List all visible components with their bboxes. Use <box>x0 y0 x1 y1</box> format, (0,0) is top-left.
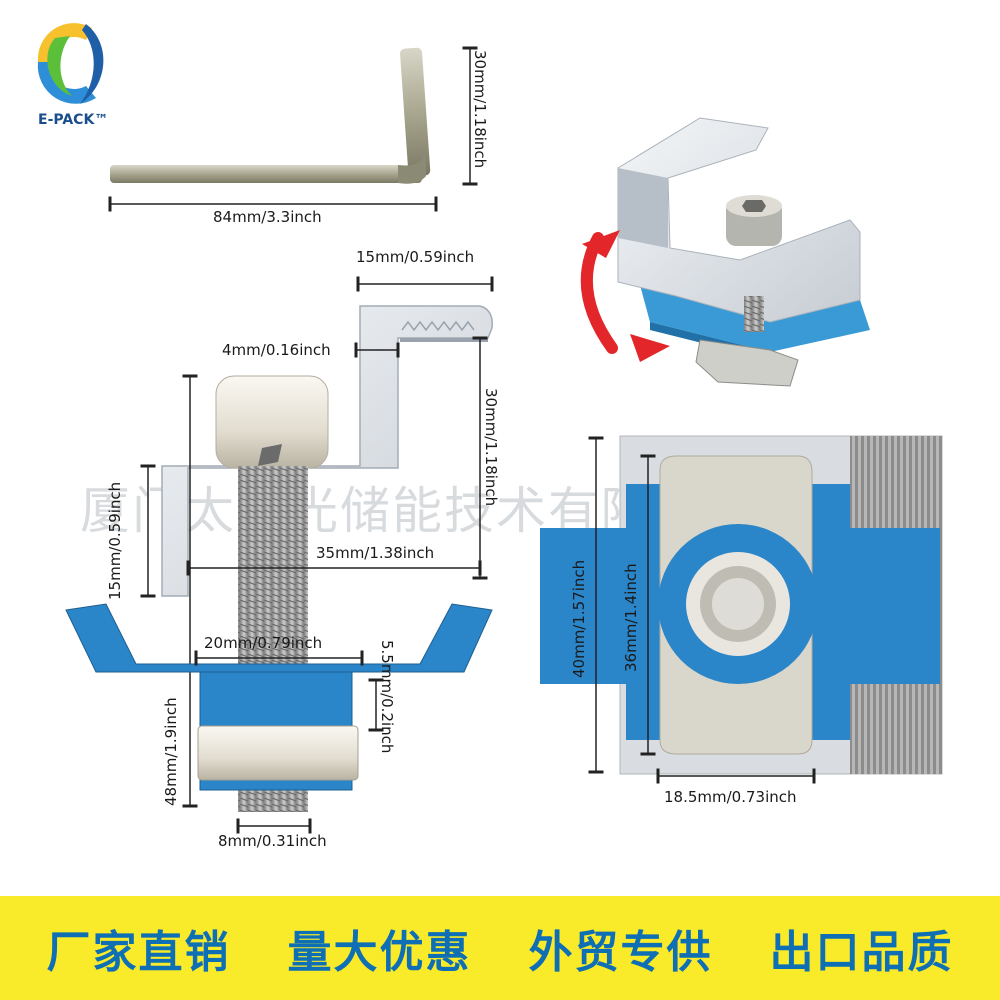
dim-clamp-slot: 4mm/0.16inch <box>222 341 331 359</box>
dim-wrench-length: 84mm/3.3inch <box>213 208 322 226</box>
dim-nut-width: 20mm/0.79inch <box>204 634 322 652</box>
dim-bolt-length: 48mm/1.9inch <box>162 697 180 806</box>
nut-top-view <box>540 435 943 775</box>
clamp-profile <box>161 305 493 597</box>
banner-item-direct-sale: 厂家直销 <box>46 927 231 978</box>
promo-banner: 厂家直销 量大优惠 外贸专供 出口品质 <box>0 896 1000 1000</box>
dim-clamp-height: 30mm/1.18inch <box>482 388 500 506</box>
dim-plate-height: 40mm/1.57inch <box>570 560 588 678</box>
dim-nut-depth: 18.5mm/0.73inch <box>664 788 797 806</box>
banner-item-export-quality: 出口品质 <box>769 927 954 978</box>
dim-wrench-height: 30mm/1.18inch <box>471 50 489 168</box>
dim-clamp-width: 35mm/1.38inch <box>316 544 434 562</box>
dim-clamp-top-width: 15mm/0.59inch <box>356 248 474 266</box>
hex-key <box>110 47 431 184</box>
banner-item-export-supply: 外贸专供 <box>528 927 713 978</box>
dim-nut-thickness: 5.5mm/0.2inch <box>378 640 396 753</box>
banner-item-bulk-discount: 量大优惠 <box>287 927 472 978</box>
dim-clamp-lower-height: 15mm/0.59inch <box>106 482 124 600</box>
company-logo: E-PACK™ <box>28 18 116 128</box>
logo-text: E-PACK™ <box>38 112 108 128</box>
dim-nut-height: 36mm/1.4inch <box>622 563 640 672</box>
clamp-3d-illustration <box>580 117 870 387</box>
rail-base <box>65 603 493 791</box>
dim-bolt-diameter: 8mm/0.31inch <box>218 832 327 850</box>
